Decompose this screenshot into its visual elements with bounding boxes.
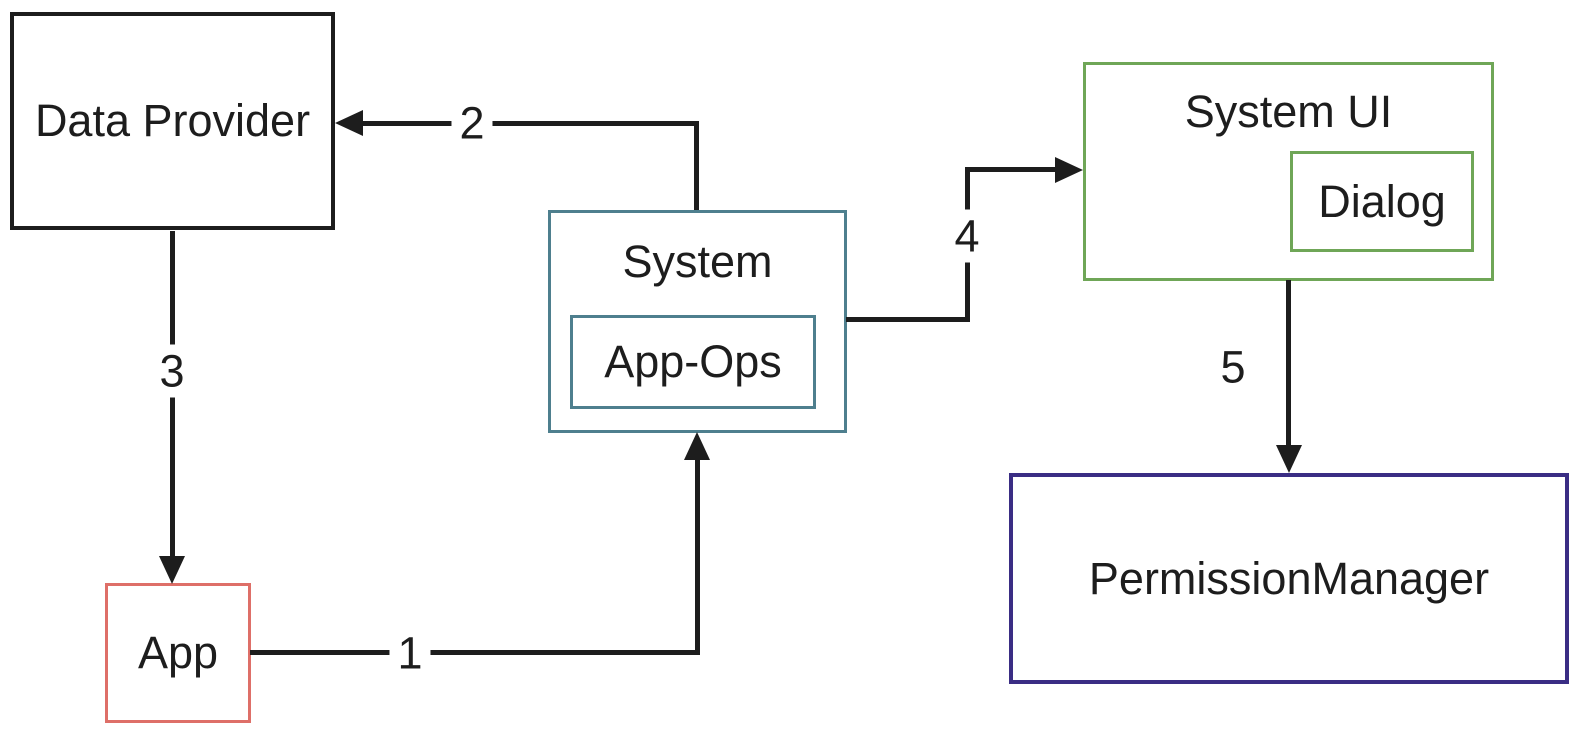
edge3-label: 3 bbox=[151, 344, 193, 398]
edge1-label: 1 bbox=[389, 626, 431, 680]
edge2-vertical-line bbox=[694, 121, 699, 210]
edge4-horizontal-line-lower bbox=[846, 317, 970, 322]
edge4-label: 4 bbox=[946, 209, 988, 263]
edge2-label: 2 bbox=[451, 96, 493, 150]
node-permission-manager: PermissionManager bbox=[1009, 473, 1569, 684]
node-app-ops-label: App-Ops bbox=[604, 336, 782, 388]
node-system-ui-label: System UI bbox=[1184, 86, 1393, 137]
edge1-arrowhead-up-icon bbox=[684, 432, 710, 460]
node-dialog-label: Dialog bbox=[1318, 175, 1446, 227]
node-data-provider-label: Data Provider bbox=[34, 95, 311, 147]
node-app-ops: App-Ops bbox=[570, 315, 816, 409]
edge1-vertical-line bbox=[695, 458, 700, 655]
node-app-label: App bbox=[137, 627, 219, 679]
node-data-provider: Data Provider bbox=[10, 12, 335, 230]
edge4-horizontal-line-upper bbox=[965, 167, 1060, 172]
node-system-label: System bbox=[622, 236, 773, 287]
edge2-horizontal-line bbox=[362, 121, 699, 126]
edge5-arrowhead-down-icon bbox=[1276, 445, 1302, 473]
edge3-arrowhead-down-icon bbox=[159, 556, 185, 584]
edge5-vertical-line bbox=[1286, 280, 1291, 447]
edge1-horizontal-line bbox=[250, 650, 700, 655]
edge2-arrowhead-left-icon bbox=[335, 110, 363, 136]
node-permission-manager-label: PermissionManager bbox=[1088, 552, 1490, 604]
edge5-label: 5 bbox=[1212, 340, 1254, 394]
node-app: App bbox=[105, 583, 251, 723]
edge4-arrowhead-right-icon bbox=[1055, 157, 1083, 183]
node-dialog: Dialog bbox=[1290, 151, 1474, 252]
